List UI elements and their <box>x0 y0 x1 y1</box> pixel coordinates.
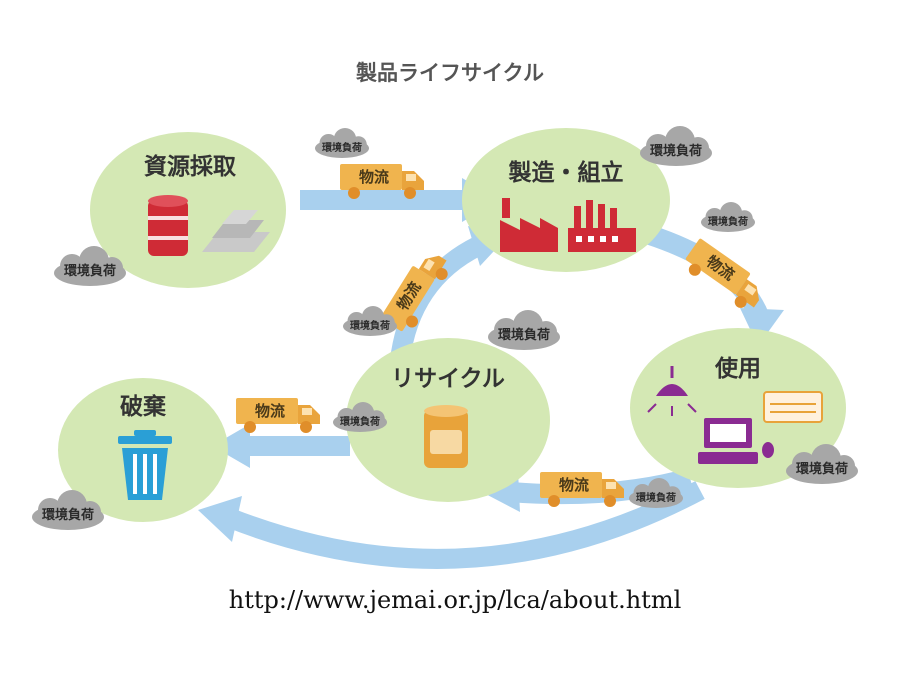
cloud-resource-transport: 環境負荷 <box>315 128 369 158</box>
truck-recycle-to-disposal: 物流 <box>236 398 320 433</box>
stage-label-disposal: 破棄 <box>120 393 167 420</box>
arrow-use-to-disposal <box>226 481 705 569</box>
cloud-label: 環境負荷 <box>322 141 362 154</box>
can-icon <box>424 405 468 468</box>
cloud-recycle-transport: 環境負荷 <box>343 306 397 336</box>
factory-icon <box>500 198 558 252</box>
diagram-title: 製品ライフサイクル <box>355 61 544 85</box>
cloud-label: 環境負荷 <box>636 491 676 504</box>
stage-label-use: 使用 <box>714 356 761 382</box>
stage-manufacture: 製造・組立 <box>462 128 670 272</box>
stage-label-resource: 資源採取 <box>144 153 236 180</box>
cloud-resource: 環境負荷 <box>54 246 126 286</box>
truck-resource-to-manufacture: 物流 <box>340 164 424 199</box>
truck-use-to-recycle: 物流 <box>540 472 624 507</box>
computer-icon <box>698 418 774 464</box>
truck-label: 物流 <box>359 168 389 186</box>
cloud-recycle: 環境負荷 <box>488 310 560 350</box>
truck-manufacture-to-use: 物流 <box>679 238 769 315</box>
cloud-label: 環境負荷 <box>708 215 748 228</box>
factory-chimneys-icon <box>568 200 636 252</box>
cloud-disposal-transport: 環境負荷 <box>333 402 387 432</box>
cloud-manufacture-transport: 環境負荷 <box>701 202 755 232</box>
cloud-manufacture: 環境負荷 <box>640 126 712 166</box>
stage-recycle: リサイクル <box>346 338 550 502</box>
stage-disposal: 破棄 <box>58 378 228 522</box>
cloud-use-transport: 環境負荷 <box>629 478 683 508</box>
air-conditioner-icon <box>763 391 823 423</box>
stage-label-manufacture: 製造・組立 <box>508 159 624 186</box>
cloud-label: 環境負荷 <box>650 143 702 159</box>
cloud-disposal: 環境負荷 <box>32 490 104 530</box>
lamp-icon <box>647 366 697 416</box>
cloud-label: 環境負荷 <box>498 327 550 343</box>
metal-ingots-icon <box>202 210 270 252</box>
oil-drum-icon <box>148 195 188 256</box>
truck-label: 物流 <box>255 402 285 420</box>
cloud-label: 環境負荷 <box>340 415 380 428</box>
cloud-label: 環境負荷 <box>64 263 116 279</box>
stage-use: 使用 <box>630 328 846 488</box>
cloud-label: 環境負荷 <box>42 507 94 523</box>
source-url: http://www.jemai.or.jp/lca/about.html <box>229 586 682 614</box>
truck-label: 物流 <box>559 476 589 494</box>
trash-can-icon <box>118 430 172 500</box>
cloud-label: 環境負荷 <box>796 461 848 477</box>
stage-label-recycle: リサイクル <box>391 366 505 392</box>
cloud-label: 環境負荷 <box>350 319 390 332</box>
stage-resource: 資源採取 <box>90 132 286 288</box>
cloud-use: 環境負荷 <box>786 444 858 484</box>
